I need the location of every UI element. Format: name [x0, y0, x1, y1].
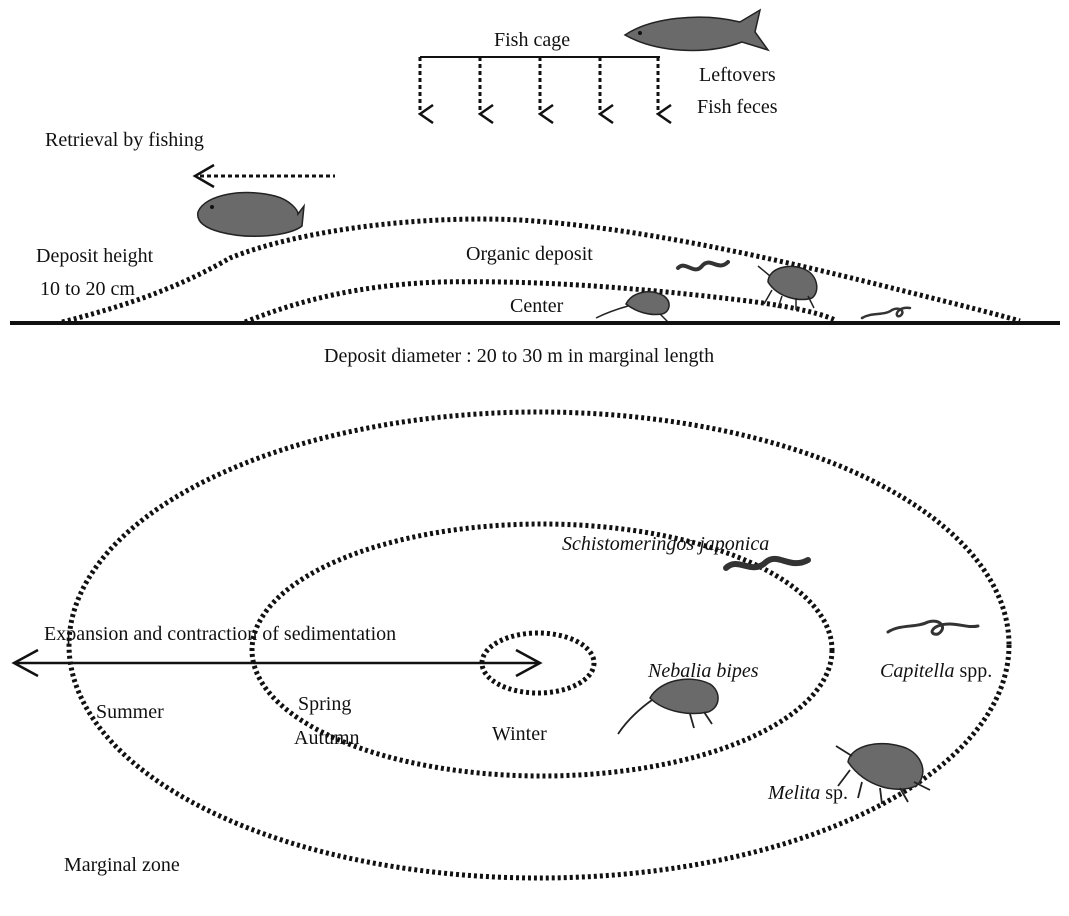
- nebalia-label: Nebalia bipes: [647, 660, 759, 682]
- nebalia-icon: [618, 679, 718, 734]
- nebalia-icon: [596, 292, 669, 322]
- amphipod-icon: [758, 266, 817, 310]
- fish-cage-label: Fish cage: [494, 29, 570, 51]
- retrieval-arrow: [195, 165, 335, 187]
- fish-icon: [625, 10, 768, 50]
- worm-icon: [862, 308, 910, 318]
- fish-feces-label: Fish feces: [697, 96, 778, 118]
- expansion-label: Expansion and contraction of sedimentati…: [44, 623, 396, 645]
- organic-deposit-label: Organic deposit: [466, 243, 593, 265]
- worm-icon: [678, 262, 728, 269]
- deposit-height-label: Deposit height: [36, 245, 154, 267]
- melita-genus: Melita: [767, 782, 820, 804]
- capitella-suffix: spp.: [959, 660, 992, 682]
- autumn-label: Autumn: [294, 727, 360, 749]
- plan-view: Expansion and contraction of sedimentati…: [14, 412, 1009, 878]
- leftovers-label: Leftovers: [699, 64, 776, 86]
- deposit-diameter-label: Deposit diameter : 20 to 30 m in margina…: [324, 345, 714, 367]
- center-label: Center: [510, 295, 564, 317]
- schistomeringos-label: Schistomeringos japonica: [562, 533, 769, 555]
- marginal-zone-label: Marginal zone: [64, 854, 180, 876]
- melita-suffix: sp.: [825, 782, 848, 804]
- cross-section: Fish cage Leftovers Fish feces Retrieval…: [10, 10, 1060, 367]
- fish-cage-structure: [420, 57, 660, 114]
- melita-label: Melita sp.: [767, 782, 848, 804]
- winter-label: Winter: [492, 723, 547, 745]
- retrieval-label: Retrieval by fishing: [45, 129, 204, 151]
- marginal-zone-ellipse: [69, 412, 1009, 878]
- worm-icon: [888, 621, 978, 634]
- spring-label: Spring: [298, 693, 351, 715]
- amphipod-icon: [836, 744, 930, 804]
- capitella-genus: Capitella: [880, 660, 954, 682]
- flatfish-icon: [198, 193, 304, 237]
- expansion-arrow: [14, 650, 540, 676]
- capitella-label: Capitella spp.: [880, 660, 992, 682]
- deposit-height-value: 10 to 20 cm: [40, 278, 135, 300]
- worm-icon: [726, 559, 808, 568]
- summer-label: Summer: [96, 701, 164, 723]
